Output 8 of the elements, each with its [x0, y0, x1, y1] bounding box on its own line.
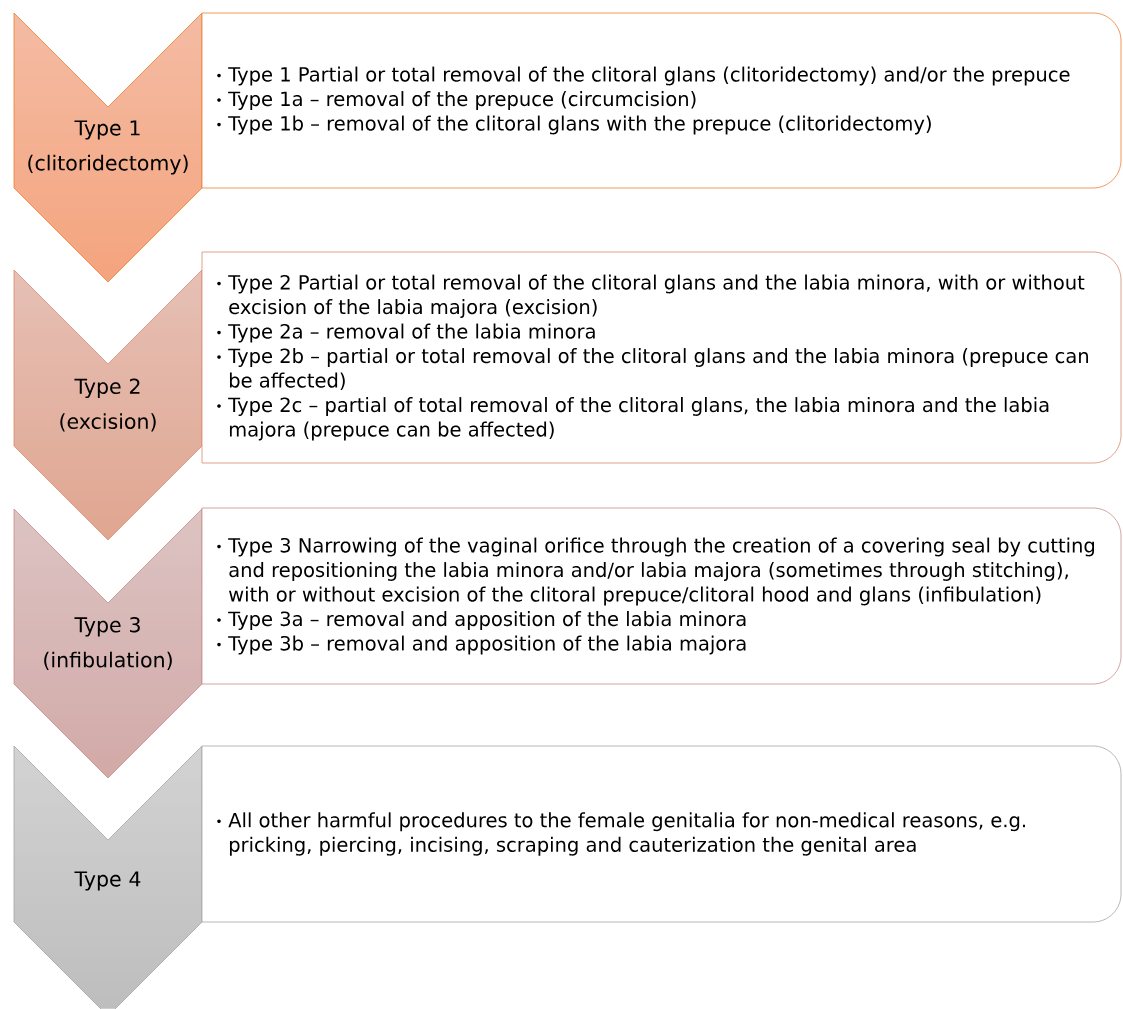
heading-box: Type 3 (infibulation) [13, 508, 203, 779]
description-box: Type 2 Partial or total removal of the clitoral glans and the labia minora, with or without excision of the labia majora (excision) Type 2a – removal of the labia minora Type 2b – partial or total removal of the clitoral glans and the labia minora (prepuce can be affected) Type 2c – partial of total removal of the clitoral glans, the labia minora and the labia majora (prepuce can be affected) [201, 251, 1122, 464]
heading-box: Type 1 (clitoridectomy) [13, 12, 203, 283]
description-box: Type 1 Partial or total removal of the clitoral glans (clitoridectomy) and/or the prepuce Type 1a – removal of the prepuce (circumcision) Type 1b – removal of the clitoral glans with the prepuce (clitoridectomy) [201, 12, 1122, 189]
description-box: All other harmful procedures to the female genitalia for non-medical reasons, e.g. pricking, piercing, incising, scraping and cauterization the genital area [201, 745, 1122, 923]
heading-box: Type 4 [13, 745, 203, 1009]
description-box: Type 3 Narrowing of the vaginal orifice through the creation of a covering seal by cutting and repositioning the labia minora and/or labia majora (sometimes through stitching), with or without excision of the clitoral prepuce/clitoral hood and glans (infibulation) Type 3a – removal and apposition of the labia minora Type 3b – removal and apposition of the labia majora [201, 507, 1122, 685]
heading-box: Type 2 (excision) [13, 269, 203, 541]
